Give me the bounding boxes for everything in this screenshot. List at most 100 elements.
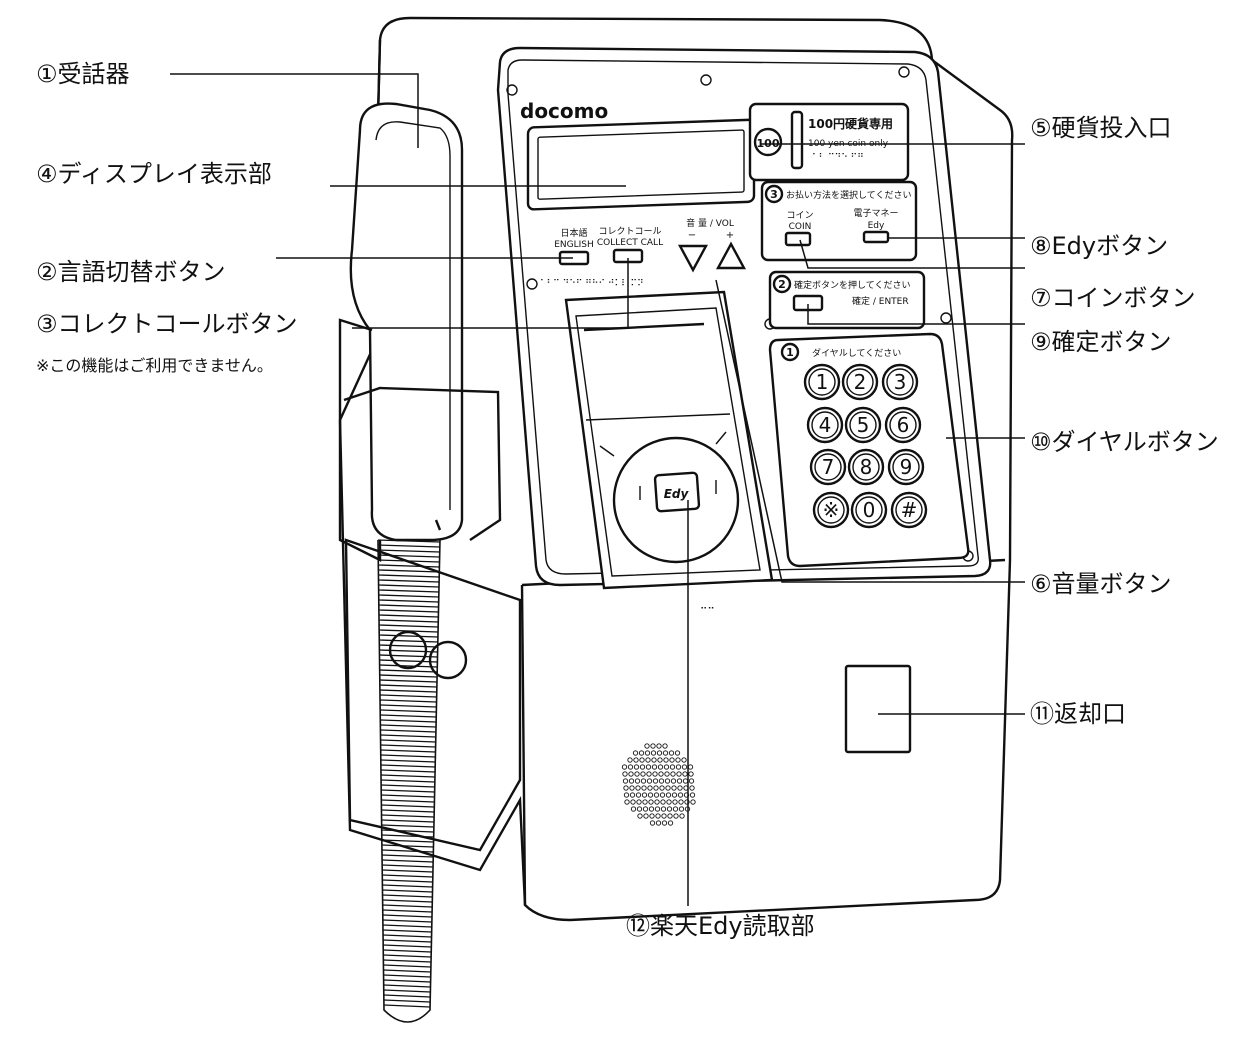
speaker-hole <box>655 813 661 819</box>
dial-key-label: 1 <box>816 370 829 394</box>
speaker-hole <box>630 806 637 812</box>
coin-slot[interactable] <box>790 110 804 170</box>
speaker-hole <box>678 799 684 805</box>
speaker-hole <box>649 820 656 826</box>
dial-key[interactable]: 9 <box>887 448 925 486</box>
dial-key[interactable]: 1 <box>803 363 841 401</box>
speaker-hole <box>652 778 659 784</box>
label-language-button: ②言語切替ボタン <box>36 258 226 286</box>
speaker-hole <box>645 757 651 763</box>
emoney-label-en: Edy <box>868 221 885 231</box>
speaker-hole <box>663 757 669 763</box>
dial-key[interactable]: # <box>890 491 928 529</box>
speaker-hole <box>664 771 670 777</box>
handset-cord <box>377 539 441 1023</box>
speaker-hole <box>681 764 688 770</box>
speaker-hole <box>648 806 655 812</box>
confirm-panel: 2 確定ボタンを押してください 確定 / ENTER <box>768 270 926 330</box>
speaker-hole <box>623 792 630 798</box>
speaker-hole <box>673 813 679 819</box>
speaker-hole <box>629 792 636 798</box>
label-coin-slot: ⑤硬貨投入口 <box>1030 114 1172 142</box>
speaker-hole <box>666 806 673 812</box>
speaker-hole <box>636 799 642 805</box>
speaker-hole <box>657 764 664 770</box>
braille-dots-coin: ⠁⠃ ⠉⠙⠑ ⠋⠛ <box>812 152 864 163</box>
speaker-hole <box>650 743 656 749</box>
speaker-hole <box>634 771 640 777</box>
speaker-hole <box>678 806 685 812</box>
cord-outline <box>377 539 441 1023</box>
dial-step-number: 1 <box>786 346 794 359</box>
label-collect-call-button: ③コレクトコールボタン <box>36 310 298 338</box>
speaker-hole <box>665 792 672 798</box>
handset[interactable] <box>338 102 522 852</box>
speaker-hole <box>660 799 666 805</box>
speaker-hole <box>655 820 662 826</box>
docomo-logo: docomo <box>520 99 608 123</box>
coin-slot-panel: 100 100円硬貨専用 100 yen coin only ⠁⠃ ⠉⠙⠑ ⠋⠛ <box>748 102 910 182</box>
speaker-hole <box>628 778 635 784</box>
speaker-hole <box>679 813 685 819</box>
volume-down-button[interactable] <box>677 244 709 273</box>
speaker-hole <box>671 792 678 798</box>
speaker-hole <box>639 757 645 763</box>
volume-up-button[interactable] <box>715 241 747 270</box>
speaker-hole <box>689 785 695 791</box>
speaker-hole <box>646 778 653 784</box>
speaker-hole <box>682 771 688 777</box>
speaker-hole <box>662 743 668 749</box>
edy-reader-mark: Edy <box>664 487 690 501</box>
dial-key[interactable]: 6 <box>884 406 922 444</box>
volume-minus-label: − <box>688 230 696 241</box>
speaker-hole <box>635 792 642 798</box>
label-edy-button: ⑧Edyボタン <box>1030 232 1169 260</box>
speaker-hole <box>638 750 645 756</box>
dial-key-label: ※ <box>823 498 840 522</box>
label-volume-button: ⑥音量ボタン <box>1030 570 1172 598</box>
speaker-hole <box>654 806 661 812</box>
speaker-hole <box>670 778 677 784</box>
dial-key[interactable]: ※ <box>812 491 850 529</box>
reader-dots: ⠒⠒ <box>700 604 715 615</box>
speaker-hole <box>622 771 628 777</box>
speaker-hole <box>645 764 652 770</box>
edy-button[interactable] <box>862 230 890 244</box>
speaker-hole <box>676 771 682 777</box>
label-dial-buttons: ⑩ダイヤルボタン <box>1030 428 1219 456</box>
dial-key[interactable]: 4 <box>806 406 844 444</box>
dial-key[interactable]: 7 <box>809 448 847 486</box>
speaker-hole <box>633 764 640 770</box>
speaker-hole <box>632 750 639 756</box>
speaker-hole <box>637 813 643 819</box>
speaker-hole <box>659 792 666 798</box>
speaker-hole <box>684 799 690 805</box>
coin-button[interactable] <box>784 231 812 247</box>
speaker-hole <box>640 778 647 784</box>
speaker-hole <box>665 785 671 791</box>
dial-key[interactable]: 2 <box>841 363 879 401</box>
speaker-hole <box>677 792 684 798</box>
language-label-jp: 日本語 <box>560 227 587 239</box>
braille-dots-row: ⠁⠃⠉ ⠙⠑⠋ ⠛⠓⠊ ⠚⠅⠇ ⠍⠝ <box>540 278 644 289</box>
speaker-hole <box>653 785 659 791</box>
speaker-hole <box>661 820 668 826</box>
dial-instruction: ダイヤルしてください <box>812 347 901 359</box>
speaker-hole <box>677 785 683 791</box>
speaker-hole <box>651 764 658 770</box>
return-slot[interactable] <box>844 664 912 754</box>
speaker-hole <box>661 813 667 819</box>
speaker-hole <box>643 813 649 819</box>
cord-coils <box>377 539 441 1008</box>
label-display: ④ディスプレイ表示部 <box>36 160 272 188</box>
collect-label-jp: コレクトコール <box>598 226 661 237</box>
dial-key[interactable]: 0 <box>850 491 888 529</box>
speaker-hole <box>664 778 671 784</box>
dial-key-label: # <box>901 498 918 522</box>
dial-key[interactable]: 3 <box>881 363 919 401</box>
coin-label-en: COIN <box>789 222 812 232</box>
dial-key[interactable]: 8 <box>847 448 885 486</box>
dial-key[interactable]: 5 <box>844 406 882 444</box>
